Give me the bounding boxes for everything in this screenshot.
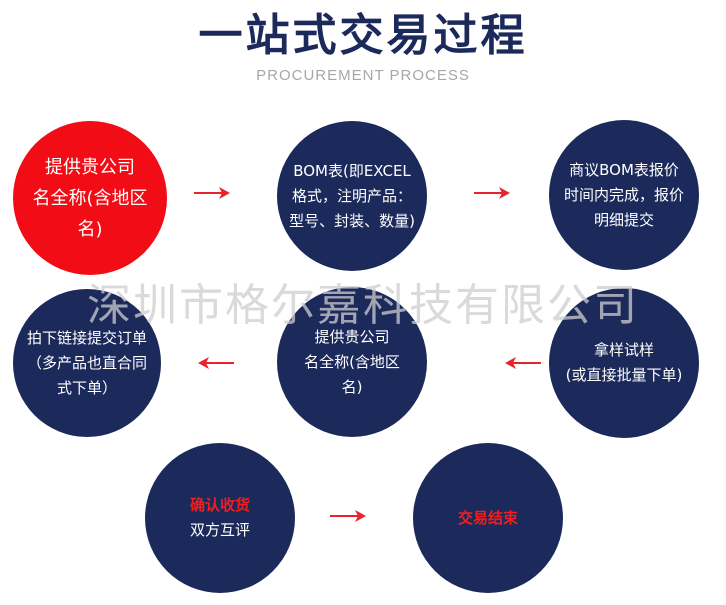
step-2-line-3: 型号、封装、数量)	[289, 211, 415, 230]
step-1-line-3: 名)	[77, 218, 103, 240]
step-4-line-2: (或直接批量下单)	[565, 366, 683, 384]
step-7-circle: 确认收货 双方互评	[145, 443, 295, 593]
arrow-right-icon	[194, 187, 230, 199]
step-4-circle: 拿样试样 (或直接批量下单)	[549, 288, 699, 438]
arrow-left-icon	[505, 357, 541, 369]
page-subtitle: PROCUREMENT PROCESS	[256, 67, 470, 84]
arrow-right-icon	[474, 187, 510, 199]
step-3-line-3: 明细提交	[593, 210, 654, 229]
step-6-line-3: 式下单）	[56, 378, 117, 397]
step-2-line-1: BOM表(即EXCEL	[293, 161, 411, 180]
step-7-line-2: 双方互评	[189, 521, 250, 539]
step-8-circle: 交易结束	[413, 443, 563, 593]
step-2-circle: BOM表(即EXCEL 格式，注明产品： 型号、封装、数量)	[277, 121, 427, 271]
page-title: 一站式交易过程	[198, 10, 528, 61]
step-2-line-2: 格式，注明产品：	[291, 186, 412, 205]
step-5-circle: 提供贵公司 名全称(含地区 名)	[277, 287, 427, 437]
step-5-line-2: 名全称(含地区	[304, 352, 400, 371]
step-5-line-1: 提供贵公司	[314, 327, 390, 346]
arrow-right-icon	[330, 510, 366, 522]
step-5-line-3: 名)	[341, 377, 363, 396]
step-6-line-2: （多产品也直合同	[26, 353, 147, 372]
step-7-line-1: 确认收货	[189, 496, 250, 514]
step-1-circle: 提供贵公司 名全称(含地区 名)	[13, 121, 167, 275]
step-1-line-1: 提供贵公司	[45, 156, 135, 178]
step-3-circle: 商议BOM表报价 时间内完成，报价 明细提交	[549, 120, 699, 270]
arrow-left-icon	[198, 357, 234, 369]
step-8-line-1: 交易结束	[457, 508, 518, 527]
step-6-line-1: 拍下链接提交订单	[26, 328, 147, 347]
step-4-line-1: 拿样试样	[593, 341, 654, 359]
step-6-circle: 拍下链接提交订单 （多产品也直合同 式下单）	[13, 289, 161, 437]
step-3-line-2: 时间内完成，报价	[563, 185, 684, 204]
step-1-line-2: 名全称(含地区	[32, 187, 148, 209]
step-3-line-1: 商议BOM表报价	[569, 160, 679, 179]
